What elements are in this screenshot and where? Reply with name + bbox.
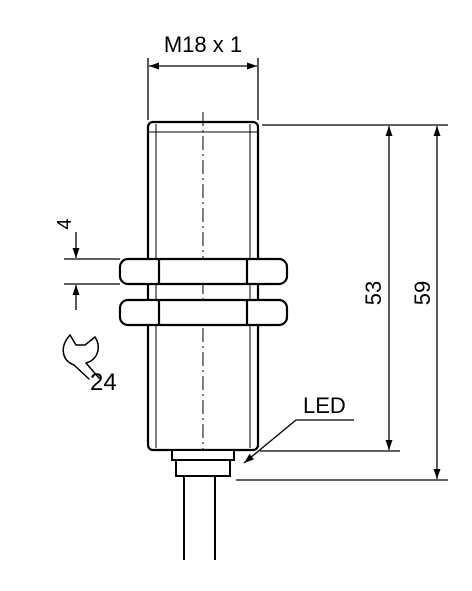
thread-dimension bbox=[147, 58, 259, 120]
length-dimensions bbox=[236, 124, 448, 481]
cable bbox=[183, 476, 216, 560]
thread-label: M18 x 1 bbox=[164, 32, 242, 57]
dimension-53-label: 53 bbox=[361, 281, 386, 305]
wrench-icon bbox=[62, 334, 100, 380]
lower-nut bbox=[118, 298, 289, 327]
wrench-size-label: 24 bbox=[90, 369, 117, 396]
cable-gland bbox=[171, 449, 235, 477]
upper-nut bbox=[118, 257, 289, 286]
nut-thickness-dimension bbox=[64, 232, 120, 310]
led-label: LED bbox=[303, 393, 346, 418]
nut-thickness-label: 4 bbox=[54, 218, 76, 229]
led-leader bbox=[243, 419, 354, 464]
dimension-59-label: 59 bbox=[410, 281, 435, 305]
